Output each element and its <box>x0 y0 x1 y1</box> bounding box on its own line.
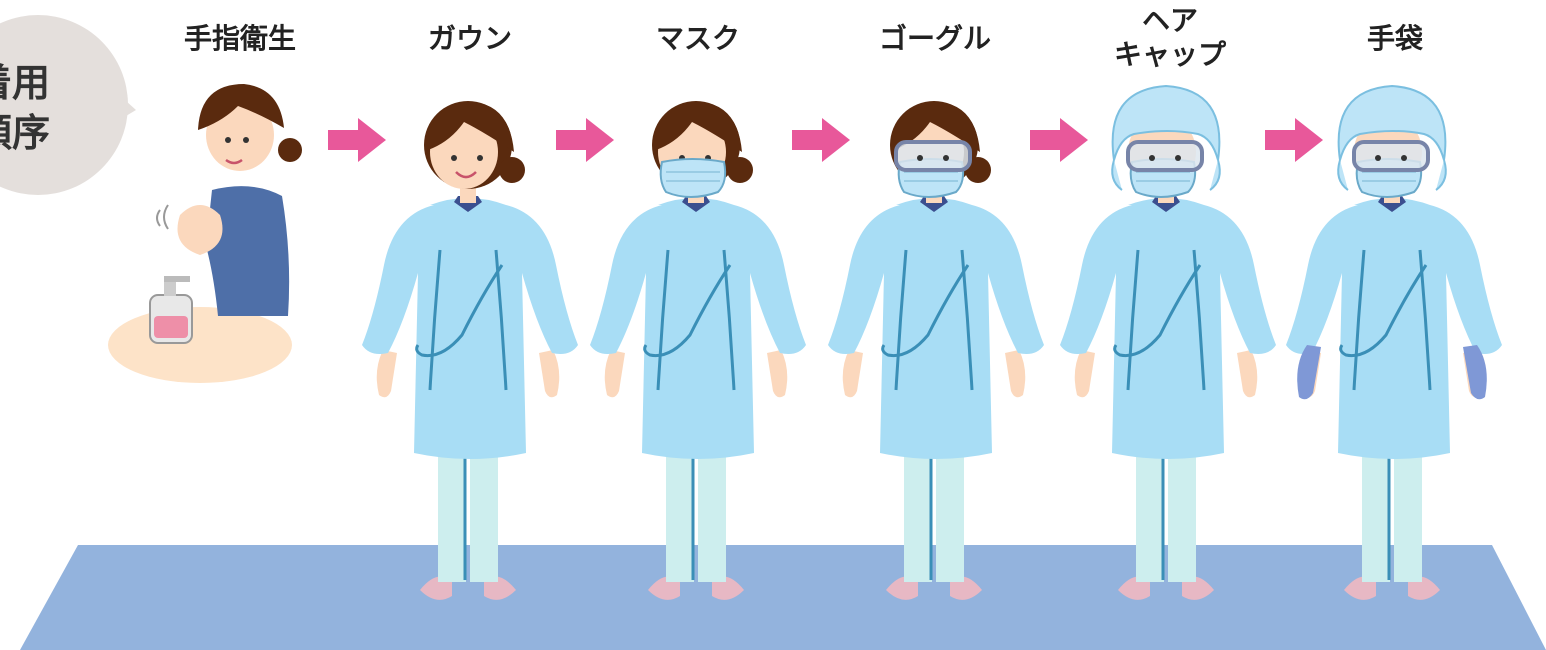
sanitizer-bottle-icon <box>149 276 193 344</box>
hand-hygiene-figure <box>108 84 302 383</box>
arrow-icon-1 <box>328 118 386 162</box>
step-label-hair-cap: ヘア キャップ <box>1113 4 1227 71</box>
bubble-shape <box>0 15 136 195</box>
title-text: 着用 順序 <box>0 58 58 158</box>
step-label-hand-hygiene: 手指衛生 <box>183 22 297 55</box>
title-line2: 順序 <box>0 111 50 155</box>
step-label-gloves: 手袋 <box>1366 22 1424 55</box>
step-label-goggles: ゴーグル <box>878 22 992 55</box>
title-bubble: 着用 順序 <box>0 12 136 198</box>
hair-cap-figure <box>1058 85 1278 602</box>
step-label-mask: マスク <box>655 22 741 55</box>
gown-figure <box>360 101 580 602</box>
goggles-figure <box>826 101 1046 602</box>
title-line1: 着用 <box>0 61 50 105</box>
table <box>108 307 292 383</box>
arrow-icon-2 <box>556 118 614 162</box>
step-label-gown: ガウン <box>427 22 513 55</box>
arrow-icon-4 <box>1030 118 1088 162</box>
arrow-icon-3 <box>792 118 850 162</box>
floor <box>20 545 1546 650</box>
gloves-figure <box>1284 85 1504 602</box>
arrow-icon-5 <box>1265 118 1323 162</box>
mask-figure <box>588 101 808 602</box>
